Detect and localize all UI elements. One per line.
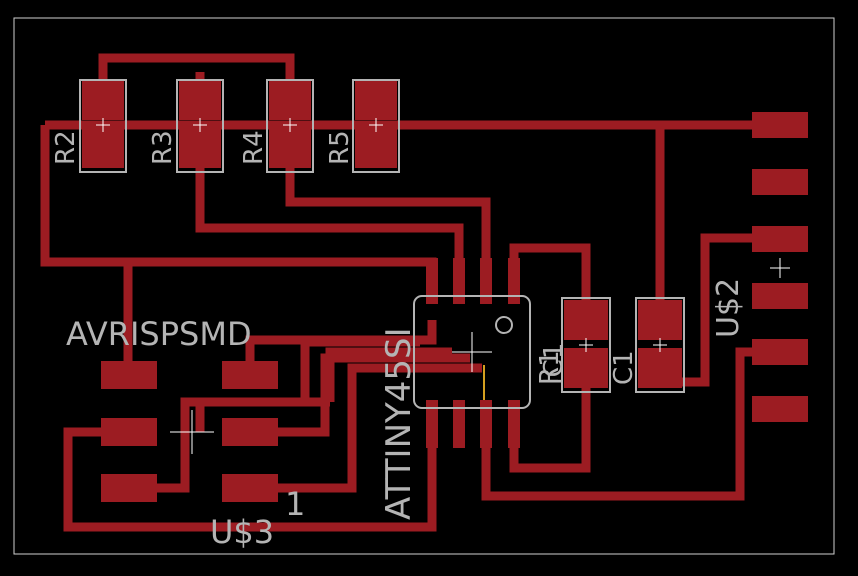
label-r1: R1	[535, 350, 565, 385]
connector-u2[interactable]	[752, 112, 808, 422]
label-ic1: IC1	[539, 343, 569, 385]
label-avrispsmd: AVRISPSMD	[66, 315, 252, 353]
resistor-r5[interactable]	[352, 79, 400, 173]
connector-avrisp-u3[interactable]	[101, 361, 278, 502]
label-pin1: 1	[285, 485, 305, 523]
label-u3: U$3	[210, 513, 274, 551]
label-r5: R5	[325, 130, 355, 165]
ic-attiny45[interactable]	[413, 258, 531, 448]
resistor-r3[interactable]	[176, 79, 224, 173]
label-r4: R4	[239, 130, 269, 165]
board-outline	[13, 17, 835, 555]
label-u2: U$2	[711, 278, 746, 338]
label-r3: R3	[148, 130, 178, 165]
capacitor-c1[interactable]	[635, 297, 685, 393]
resistor-r1[interactable]	[561, 297, 611, 393]
label-attiny: ATTINY45SI	[379, 327, 419, 520]
resistor-r2[interactable]	[79, 79, 127, 173]
label-c1: C1	[609, 350, 639, 385]
label-r2: R2	[51, 130, 81, 165]
resistor-r4[interactable]	[266, 79, 314, 173]
